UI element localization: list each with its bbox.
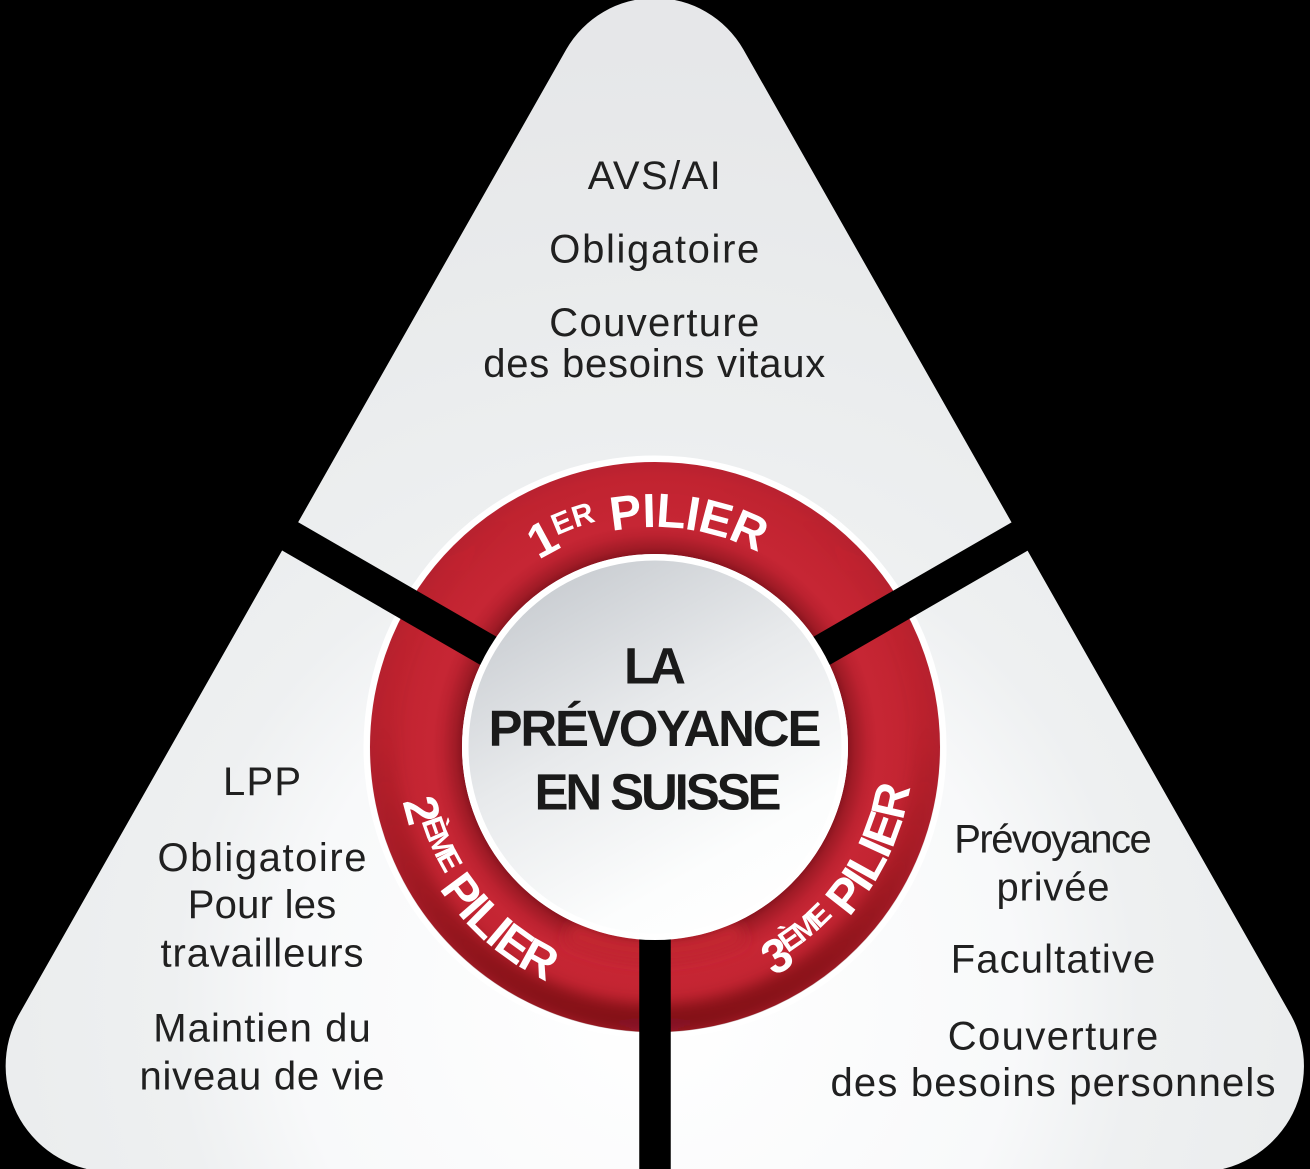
svg-text:privée: privée [997, 866, 1110, 910]
svg-text:EN SUISSE: EN SUISSE [535, 763, 782, 820]
svg-text:des besoins personnels: des besoins personnels [831, 1061, 1276, 1105]
svg-text:Prévoyance: Prévoyance [954, 818, 1152, 862]
svg-text:Pour les: Pour les [188, 883, 337, 927]
svg-text:Couverture: Couverture [549, 301, 759, 345]
svg-text:niveau de vie: niveau de vie [140, 1054, 385, 1098]
svg-text:des besoins vitaux: des besoins vitaux [483, 342, 825, 386]
svg-text:Couverture: Couverture [948, 1015, 1159, 1059]
svg-text:Obligatoire: Obligatoire [158, 836, 367, 880]
svg-text:LA: LA [624, 638, 686, 695]
svg-text:PRÉVOYANCE: PRÉVOYANCE [489, 700, 822, 757]
svg-text:Maintien du: Maintien du [153, 1007, 371, 1051]
svg-text:Obligatoire: Obligatoire [549, 228, 759, 272]
svg-text:travailleurs: travailleurs [161, 932, 364, 976]
svg-text:LPP: LPP [223, 760, 301, 804]
svg-text:AVS/AI: AVS/AI [588, 154, 721, 198]
